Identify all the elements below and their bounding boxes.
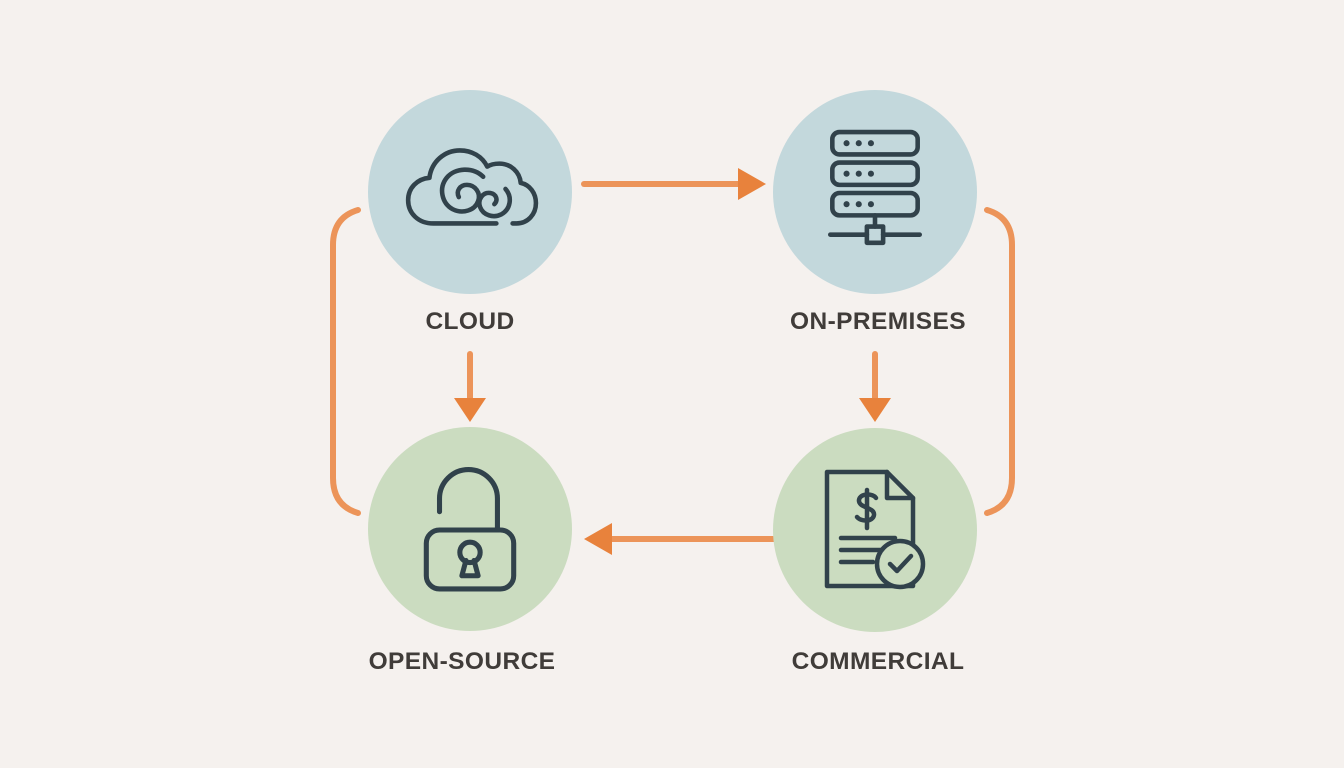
node-cloud	[368, 90, 572, 294]
arrowhead-down-right	[859, 398, 891, 422]
curved-connector-left	[330, 207, 361, 516]
cloud-icon	[405, 148, 539, 226]
server-rack-icon	[828, 129, 922, 246]
node-on-premises-label: ON-PREMISES	[790, 308, 966, 335]
node-on-premises	[773, 90, 977, 294]
curved-connector-right	[984, 207, 1015, 516]
node-commercial	[773, 428, 977, 632]
node-cloud-label: CLOUD	[425, 308, 515, 335]
open-padlock-icon	[423, 467, 517, 592]
arrowhead-right	[738, 168, 766, 200]
license-document-icon	[824, 469, 926, 590]
node-open-source-label: OPEN-SOURCE	[368, 648, 556, 675]
arrowhead-down-left	[454, 398, 486, 422]
arrowhead-left	[584, 523, 612, 555]
node-commercial-label: COMMERCIAL	[791, 648, 965, 675]
node-open-source	[368, 427, 572, 631]
